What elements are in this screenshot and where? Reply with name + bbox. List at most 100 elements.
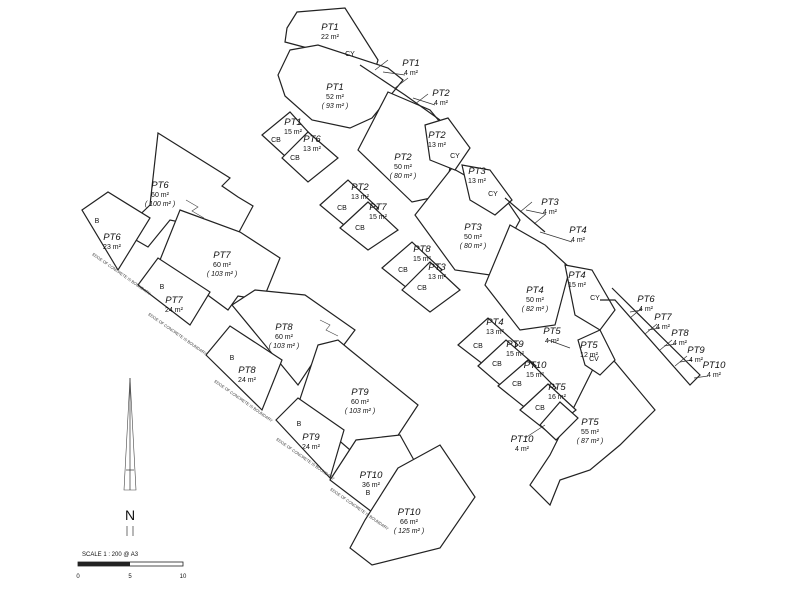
lot-label-pt9-cb: PT9 bbox=[506, 339, 524, 350]
lot-area-pt3-store: 4 m² bbox=[543, 209, 558, 216]
parcel-code-11: CB bbox=[492, 361, 502, 368]
lot-area-pt6-main: 60 m² bbox=[151, 192, 170, 199]
lot-label-pt1-top: PT1 bbox=[321, 22, 338, 33]
scale-tick-10: 10 bbox=[180, 574, 187, 580]
store-strip-mid bbox=[504, 197, 546, 233]
store-strip-lower bbox=[600, 287, 701, 386]
lot-area-pt8-main: 60 m² bbox=[275, 334, 294, 341]
lot-label-pt4-main: PT4 bbox=[526, 285, 543, 296]
lot-label-pt5-main: PT5 bbox=[581, 417, 599, 428]
lot-area-pt3-cy: 13 m² bbox=[468, 178, 487, 185]
scale-title: SCALE 1 : 200 @ A3 bbox=[82, 552, 139, 558]
lot-area-pt6-yard: 23 m² bbox=[103, 244, 122, 251]
lot-pt7-cb-boundary bbox=[339, 201, 399, 251]
lot-pt6-cb-boundary bbox=[281, 131, 339, 183]
lot-area-pt6-cb: 13 m² bbox=[303, 146, 322, 153]
lot-label-pt5-cy4: PT5 bbox=[543, 326, 561, 337]
lot-code-pt10-yard: B bbox=[366, 490, 371, 497]
lot-pt5-cy-boundary bbox=[577, 329, 616, 376]
north-arrow: N bbox=[123, 377, 137, 536]
lot-label-pt1-store: PT1 bbox=[402, 58, 419, 69]
lot-label-pt8-cb: PT8 bbox=[413, 244, 431, 255]
lot-gross-area-pt4-main: ( 82 m² ) bbox=[522, 306, 548, 313]
lot-area-pt10-main: 66 m² bbox=[400, 519, 419, 526]
scale-tick-5: 5 bbox=[128, 574, 132, 580]
lot-label-pt6-main: PT6 bbox=[151, 180, 169, 191]
lot-label-pt7-main: PT7 bbox=[213, 250, 231, 261]
lot-area-pt7-main: 60 m² bbox=[213, 262, 232, 269]
north-label: N bbox=[125, 507, 135, 523]
parcel-code-10: CB bbox=[473, 343, 483, 350]
lot-label-pt9-yard: PT9 bbox=[302, 432, 320, 443]
lot-pt2-cy-boundary bbox=[424, 117, 471, 171]
lot-label-pt6-cb: PT6 bbox=[303, 134, 321, 145]
parcel-code-2: CB bbox=[290, 155, 300, 162]
lot-label-pt10-cb: PT10 bbox=[524, 360, 547, 371]
lot-gross-area-pt2-main: ( 80 m² ) bbox=[390, 173, 416, 180]
parcel-code-14: CB bbox=[535, 405, 545, 412]
lot-label-pt4-cy: PT4 bbox=[568, 270, 585, 281]
scale-bar: SCALE 1 : 200 @ A3 0 5 10 bbox=[76, 552, 187, 580]
lot-label-pt8-main: PT8 bbox=[275, 322, 293, 333]
lot-label-pt3-store: PT3 bbox=[541, 197, 559, 208]
leader-lines bbox=[382, 71, 709, 439]
lot-pt1-boundary bbox=[277, 44, 404, 129]
lot-label-pt5-cy12: PT5 bbox=[580, 340, 598, 351]
lot-area-pt2-store: 4 m² bbox=[434, 100, 449, 107]
lot-pt4-cy-boundary bbox=[564, 264, 616, 331]
lot-area-pt9-store: 4 m² bbox=[689, 357, 704, 364]
lot-area-pt7-cb: 15 m² bbox=[369, 214, 388, 221]
lot-code-pt9-yard: B bbox=[297, 421, 302, 428]
lot-label-pt2-main: PT2 bbox=[394, 152, 412, 163]
lot-gross-area-pt6-main: ( 100 m² ) bbox=[145, 201, 175, 208]
lot-label-pt10-main: PT10 bbox=[398, 507, 421, 518]
lot-area-pt8-yard: 24 m² bbox=[238, 377, 257, 384]
west-block: EDGE OF CONCRETE IS BOUNDARY EDGE OF CON… bbox=[81, 131, 476, 566]
lot-pt3-cy-boundary bbox=[461, 164, 513, 216]
lot-area-pt8-store: 4 m² bbox=[673, 340, 688, 347]
lot-gross-area-pt10-main: ( 125 m² ) bbox=[394, 528, 424, 535]
lot-label-pt1-cb: PT1 bbox=[284, 117, 301, 128]
wall-step bbox=[185, 199, 205, 219]
lot-label-pt10-yard: PT10 bbox=[360, 470, 383, 481]
lot-label-pt9-main: PT9 bbox=[351, 387, 369, 398]
lot-area-pt9-yard: 24 m² bbox=[302, 444, 321, 451]
lot-label-pt10-store: PT10 bbox=[703, 360, 726, 371]
lot-label-pt3-main: PT3 bbox=[464, 222, 482, 233]
lot-label-pt2-cb: PT2 bbox=[351, 182, 369, 193]
lot-area-pt10-store: 4 m² bbox=[707, 372, 722, 379]
lot-area-pt4-cb: 13 m² bbox=[486, 329, 505, 336]
lot-gross-area-pt3-main: ( 80 m² ) bbox=[460, 243, 486, 250]
lot-area-pt1-top: 22 m² bbox=[321, 34, 340, 41]
lot-label-pt2-cy: PT2 bbox=[428, 130, 446, 141]
lot-area-pt8-cb: 15 m² bbox=[413, 256, 432, 263]
lot-label-pt2-store: PT2 bbox=[432, 88, 450, 99]
lot-area-pt2-cb: 13 m² bbox=[351, 194, 370, 201]
lot-area-pt5-cy4: 4 m² bbox=[545, 338, 560, 345]
lot-label-pt3-cy: PT3 bbox=[468, 166, 486, 177]
wall-step bbox=[319, 319, 339, 337]
lot-label-pt6-yard: PT6 bbox=[103, 232, 121, 243]
lot-area-pt5-cb: 16 m² bbox=[548, 394, 567, 401]
lot-pt3-cb-boundary bbox=[401, 261, 461, 313]
boundary-note: EDGE OF CONCRETE IS BOUNDARY bbox=[147, 312, 208, 357]
lot-area-pt10-cv: 4 m² bbox=[515, 446, 530, 453]
lot-label-pt3-cb: PT3 bbox=[428, 262, 446, 273]
lot-label-pt6-store: PT6 bbox=[637, 294, 655, 305]
lot-label-pt4-cb: PT4 bbox=[486, 317, 503, 328]
lot-pt10-cv-boundary bbox=[539, 401, 579, 441]
lot-pt8-yard-boundary bbox=[205, 325, 283, 412]
lot-area-pt5-main: 55 m² bbox=[581, 429, 600, 436]
lot-gross-area-pt1-main: ( 93 m² ) bbox=[322, 103, 348, 110]
lot-pt7-yard-boundary bbox=[137, 257, 211, 326]
parcel-code-4: CY bbox=[488, 191, 498, 198]
parcel-code-1: CB bbox=[271, 137, 281, 144]
lot-area-pt3-main: 50 m² bbox=[464, 234, 483, 241]
lot-gross-area-pt8-main: ( 103 m² ) bbox=[269, 343, 299, 350]
lot-area-pt4-main: 50 m² bbox=[526, 297, 545, 304]
lot-area-pt1-store: 4 m² bbox=[404, 70, 419, 77]
lot-label-pt5-cb: PT5 bbox=[548, 382, 566, 393]
parcel-code-5: CB bbox=[337, 205, 347, 212]
